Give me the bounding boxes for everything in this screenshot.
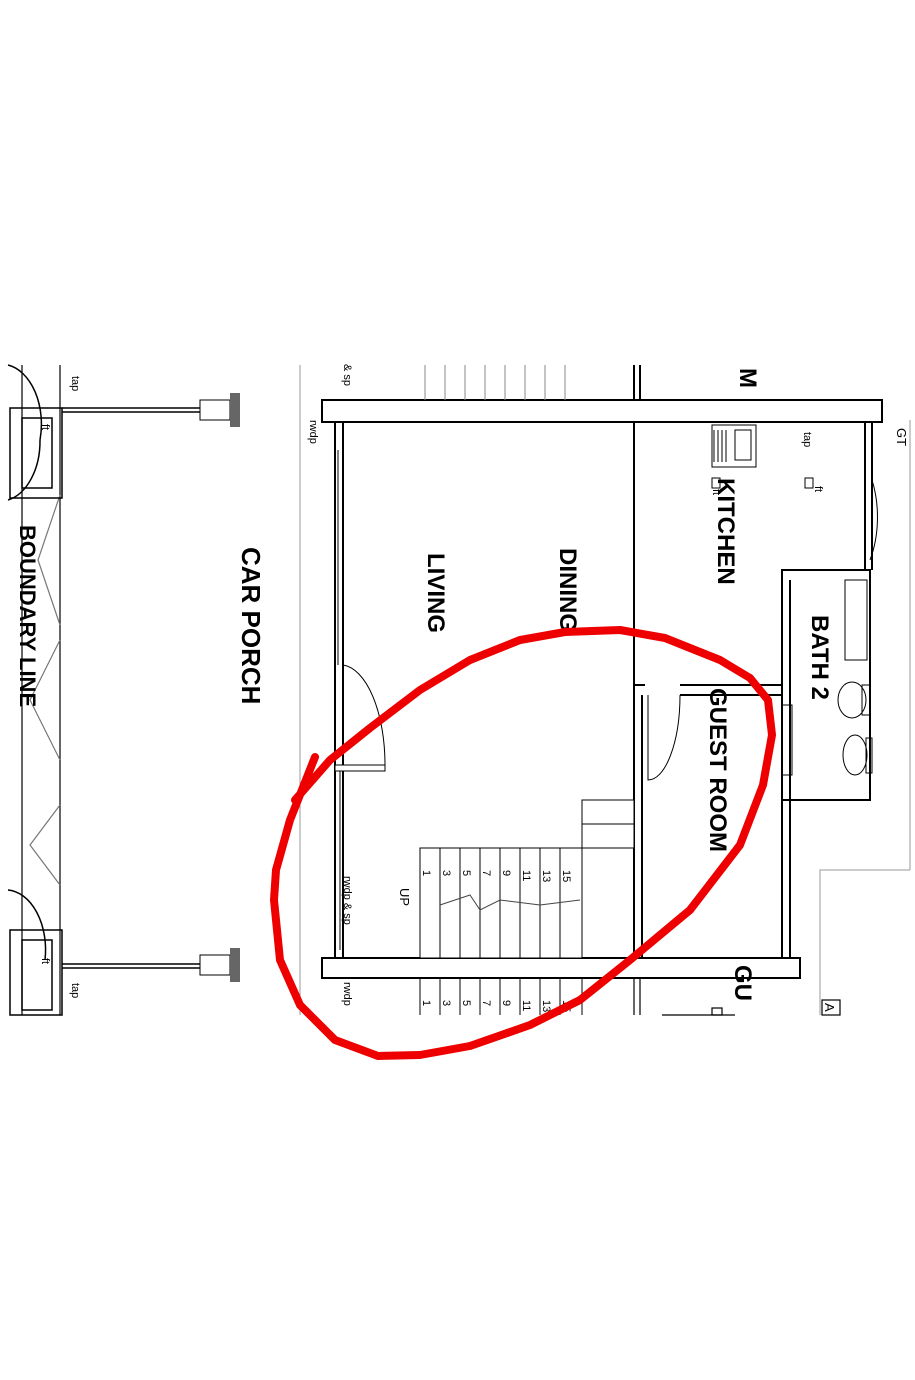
gate-fixture-bottom <box>7 889 200 1016</box>
kitchen-sink <box>711 424 757 468</box>
top-stair-lines <box>424 365 566 400</box>
up-annotation: UP <box>397 888 412 906</box>
kitchen-fixture-2 <box>804 477 814 489</box>
room-bottom-partial-label: GU <box>729 965 756 1001</box>
room-top-partial-label: M <box>734 368 761 388</box>
stair-step-number: 13 <box>540 870 552 882</box>
stair-step-number: 7 <box>480 1000 492 1006</box>
post-cap-top <box>230 393 240 427</box>
dining-label: DINING <box>554 548 581 632</box>
staircase <box>419 799 635 959</box>
sp-top-annotation: & sp <box>341 364 353 386</box>
gate-post-top <box>199 399 231 421</box>
guest-door <box>647 694 681 781</box>
stair-step-number: 1 <box>420 870 432 876</box>
outer-right <box>819 420 911 1015</box>
stair-step-number: 15 <box>560 870 572 882</box>
stair-step-number: 11 <box>520 1000 532 1011</box>
tap-left-bottom: tap <box>69 983 81 998</box>
stair-step-number: 3 <box>440 1000 452 1006</box>
stair-step-number: 7 <box>480 870 492 876</box>
stair-step-number: 5 <box>460 1000 472 1006</box>
bottom-right-walls <box>633 978 841 1016</box>
ft-left-top: ft <box>39 424 51 430</box>
red-markup-circle <box>270 626 776 1060</box>
stair-step-number: 9 <box>500 870 512 876</box>
living-label: LIVING <box>422 553 449 633</box>
kitchen-door <box>869 479 878 561</box>
boundary-line-label: BOUNDARY LINE <box>15 525 40 707</box>
gt-annotation: GT <box>894 428 909 446</box>
bath-fixtures <box>781 579 873 776</box>
kitchen-fixture-1 <box>711 477 721 489</box>
rwdp-top-annotation: rwdp <box>307 420 319 444</box>
stair-step-number: 5 <box>460 870 472 876</box>
stair-step-number: 9 <box>500 1000 512 1006</box>
front-windows <box>334 450 386 950</box>
car-porch-label: CAR PORCH <box>236 547 266 704</box>
stair-step-number: 3 <box>440 870 452 876</box>
ft-left-bottom: ft <box>39 958 51 964</box>
ft-kitchen-1: ft <box>710 489 722 495</box>
gate-post-bottom <box>199 954 231 976</box>
tap-kitchen: tap <box>801 432 813 447</box>
rwdp-bottom-annotation: rwdp <box>341 982 353 1006</box>
stair-step-number: 1 <box>420 1000 432 1006</box>
kitchen-label: KITCHEN <box>712 478 739 585</box>
bath-2-label: BATH 2 <box>806 615 833 700</box>
stair-step-number: 13 <box>540 1000 552 1012</box>
stair-step-number: 11 <box>520 870 532 881</box>
post-cap-bottom <box>230 948 240 982</box>
guest-room-label: GUEST ROOM <box>704 688 731 852</box>
corner-a-annotation: A <box>822 1003 837 1012</box>
living-door <box>342 664 386 766</box>
rwdp-sp-mid-annotation: rwdp & sp <box>341 876 353 925</box>
tap-left-top: tap <box>69 376 81 391</box>
gate-fixture-top <box>7 364 200 501</box>
ft-kitchen-2: ft <box>812 486 824 492</box>
house-walls <box>321 365 883 979</box>
